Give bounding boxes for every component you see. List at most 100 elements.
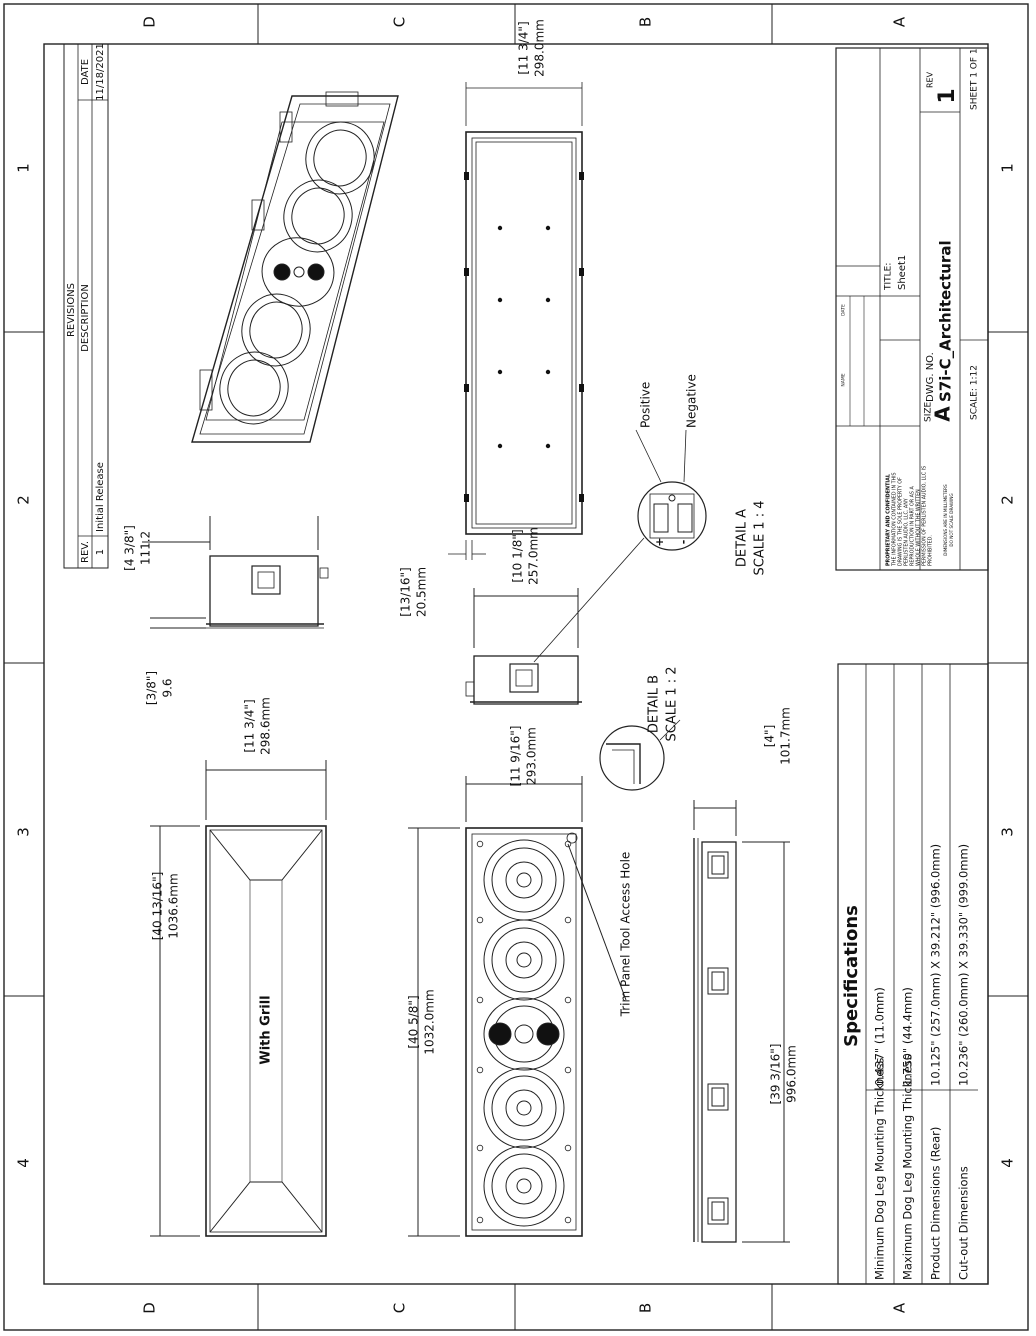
dim-grill-length-mm: 1036.6mm xyxy=(167,873,181,938)
tb-prop-l4: REPRODUCTION IN PART OR AS A xyxy=(910,486,916,566)
detail-a-plus: + xyxy=(653,537,666,546)
specs-row-2-label: Maximum Dog Leg Mounting Thickness xyxy=(901,1054,915,1280)
dim-face-width-mm: 293.0mm xyxy=(525,727,539,785)
zone-number-right-4: 4 xyxy=(999,1158,1017,1168)
detail-b xyxy=(599,719,681,791)
dim-back-height-in: [10 1/8"] xyxy=(511,529,525,582)
specs-row-1-value: 0.437" (11.0mm) xyxy=(873,987,887,1086)
dim-grill-length-in: [40 13/16"] xyxy=(151,872,165,941)
tb-units-l1: DIMENSIONS ARE IN MILLIMETERS xyxy=(943,484,948,556)
dim-back-width-in: [11 3/4"] xyxy=(517,21,531,74)
zone-number-right-2: 2 xyxy=(999,495,1017,505)
specs-row-4-label: Cut-out Dimensions xyxy=(957,1166,971,1280)
dim-back-height-mm: 257.0mm xyxy=(527,527,541,585)
detail-a-title: DETAIL A xyxy=(735,509,750,567)
tb-units-l2: DO NOT SCALE DRAWING xyxy=(949,493,954,546)
specs-row-3-label: Product Dimensions (Rear) xyxy=(929,1127,943,1280)
zone-number-left-3: 3 xyxy=(15,827,33,837)
zone-letter-bottom-a: A xyxy=(891,1302,909,1313)
tb-prop-l2: DRAWING IS THE SOLE PROPERTY OF xyxy=(898,477,904,566)
label-positive: Positive xyxy=(639,382,653,428)
detail-b-title: DETAIL B xyxy=(647,675,662,733)
zone-number-left-2: 2 xyxy=(15,495,33,505)
zone-letter-top-c: C xyxy=(391,17,409,27)
tb-sheet: SHEET 1 OF 1 xyxy=(970,48,980,110)
dim-rear-length-in: [39 3/16"] xyxy=(769,1044,783,1105)
tb-prop-l6: PERMISSION OF PERLISTEN AUDIO, LLC IS xyxy=(922,466,928,566)
isometric-view xyxy=(191,91,399,443)
specifications-table xyxy=(837,663,989,1285)
specs-title: Specifications xyxy=(841,905,862,1047)
back-view xyxy=(464,131,584,535)
tb-size-label: SIZE xyxy=(924,401,934,422)
dim-side-depth-mm: 111.2 xyxy=(139,531,153,565)
title-block xyxy=(835,47,989,571)
label-negative: Negative xyxy=(685,374,699,428)
rear-side-view xyxy=(693,800,790,1243)
tb-prop-title: PROPRIETARY AND CONFIDENTIAL xyxy=(886,474,892,566)
tb-name-label: NAME xyxy=(841,373,847,386)
specs-row-3-value: 10.125" (257.0mm) X 39.212" (996.0mm) xyxy=(929,844,943,1086)
tb-prop-l1: THE INFORMATION CONTAINED IN THIS xyxy=(892,472,898,567)
tb-title-label: TITLE: xyxy=(884,263,894,291)
zone-letter-top-a: A xyxy=(891,16,909,27)
specs-row-2-value: 1.750" (44.4mm) xyxy=(901,987,915,1086)
tb-dwg-value: S7i-C_Architectural xyxy=(937,240,955,402)
zone-letter-top-d: D xyxy=(141,16,159,28)
dim-side-thick-mm: 9.6 xyxy=(161,678,175,697)
detail-b-scale: SCALE 1 : 2 xyxy=(665,667,680,742)
revisions-col-desc: DESCRIPTION xyxy=(80,284,91,352)
dim-face-width-in: [11 9/16"] xyxy=(509,726,523,787)
revisions-table: REVISIONS DATE DESCRIPTION REV. 11/18/20… xyxy=(63,43,109,569)
tb-size-value: A xyxy=(931,406,955,422)
zone-number-right-3: 3 xyxy=(999,827,1017,837)
zone-letter-bottom-c: C xyxy=(391,1303,409,1313)
dim-side-depth-in: [4 3/8"] xyxy=(123,525,137,571)
grill-label: With Grill xyxy=(259,995,274,1064)
grill-view xyxy=(150,760,327,1237)
tb-scale: SCALE: 1:12 xyxy=(970,365,980,420)
revisions-row-rev: 1 xyxy=(95,549,106,555)
tb-date-label: DATE xyxy=(841,304,847,316)
detail-a-scale: SCALE 1 : 4 xyxy=(753,501,768,576)
revisions-col-date: DATE xyxy=(80,59,91,85)
zone-letter-bottom-b: B xyxy=(637,1303,655,1313)
dim-grill-width-mm: 298.6mm xyxy=(259,697,273,755)
tb-prop-l5: WHOLE WITHOUT THE WRITTEN xyxy=(916,489,922,566)
outer-border xyxy=(3,3,1029,1331)
side-view xyxy=(142,516,329,629)
end-view xyxy=(465,588,582,705)
detail-a-minus: - xyxy=(677,540,690,545)
specs-row-4-value: 10.236" (260.0mm) X 39.330" (999.0mm) xyxy=(957,844,971,1086)
tb-rev-value: 1 xyxy=(935,88,960,103)
zone-letter-bottom-d: D xyxy=(141,1302,159,1314)
tb-prop-l3: PERLISTEN AUDIO, LLC. ANY xyxy=(904,498,910,566)
specs-row-1-label: Minimum Dog Leg Mounting Thickness xyxy=(873,1058,887,1280)
tb-dwg-label: DWG. NO. xyxy=(925,352,936,402)
dim-face-length-mm: 1032.0mm xyxy=(423,989,437,1054)
revisions-title: REVISIONS xyxy=(66,283,77,337)
zone-number-right-1: 1 xyxy=(999,163,1017,173)
dim-rear-depth-in: [4"] xyxy=(763,725,777,748)
dim-flange-in: [13/16"] xyxy=(399,567,413,616)
label-trim-panel-hole: Trim Panel Tool Access Hole xyxy=(619,852,633,1018)
zone-number-left-4: 4 xyxy=(15,1158,33,1168)
detail-a xyxy=(533,429,707,663)
tb-title-value: Sheet1 xyxy=(897,255,908,290)
dim-face-length-in: [40 5/8"] xyxy=(407,995,421,1048)
dim-flange-mm: 20.5mm xyxy=(415,567,429,617)
dim-grill-width-in: [11 3/4"] xyxy=(243,699,257,752)
dim-rear-length-mm: 996.0mm xyxy=(785,1045,799,1103)
tb-prop-l7: PROHIBITED. xyxy=(928,535,934,566)
zone-letter-top-b: B xyxy=(637,17,655,27)
dim-rear-depth-mm: 101.7mm xyxy=(779,707,793,765)
zone-number-left-1: 1 xyxy=(15,163,33,173)
dim-side-thick-in: [3/8"] xyxy=(145,671,159,705)
front-view xyxy=(408,776,627,1237)
revisions-row-date: 11/18/2021 xyxy=(95,43,106,101)
revisions-col-rev: REV. xyxy=(80,541,91,563)
revisions-row-desc: Initial Release xyxy=(95,462,106,532)
dim-back-width-mm: 298.0mm xyxy=(533,19,547,77)
tb-rev-label: REV xyxy=(926,71,935,88)
